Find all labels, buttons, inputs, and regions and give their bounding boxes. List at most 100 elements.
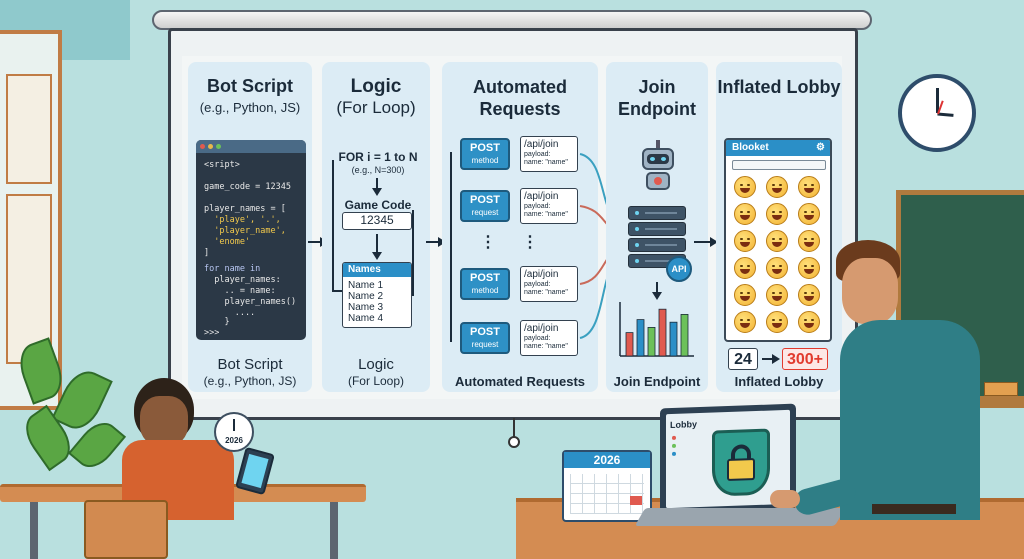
traffic-bar: [647, 326, 656, 357]
api-join-card: /api/join payload: name: "name": [520, 266, 578, 302]
payload-label: payload:: [524, 203, 551, 210]
payload-value: name: "name": [524, 211, 568, 218]
screen-roller: [152, 10, 872, 30]
traffic-bar: [669, 321, 678, 357]
player-avatar-icon: [798, 311, 820, 333]
post-sub: method: [471, 286, 499, 295]
player-avatar-icon: [798, 176, 820, 198]
player-avatar-icon: [798, 284, 820, 306]
panel-subtitle: (e.g., Python, JS): [199, 100, 301, 115]
lobby-title-text: Blooket: [732, 142, 769, 153]
code-line: >>>: [204, 328, 220, 338]
api-path: /api/join: [524, 139, 559, 150]
code-line: <sript>: [204, 160, 240, 170]
post-request-button: POST request: [460, 190, 510, 222]
post-sub: request: [471, 208, 499, 217]
calendar-year: 2026: [564, 452, 650, 468]
flow-arrow: [372, 234, 382, 260]
player-count-before: 24: [728, 348, 758, 370]
traffic-bar: [636, 319, 645, 357]
player-count-after: 300+: [782, 348, 828, 370]
screen-pull-cord[interactable]: [508, 418, 520, 448]
server-rack-icon: [628, 206, 686, 220]
payload-label: payload:: [524, 335, 551, 342]
fanout-line: [450, 152, 452, 342]
player-avatar-icon: [766, 176, 788, 198]
names-item: Name 2: [348, 291, 384, 302]
game-code-label: Game Code: [344, 198, 412, 212]
player-avatar-icon: [798, 203, 820, 225]
player-avatar-icon: [766, 230, 788, 252]
player-avatar-icon: [766, 311, 788, 333]
panel-footer-title: Bot Script: [217, 356, 283, 373]
code-line: 'player_name',: [204, 226, 286, 236]
post-sub: method: [471, 156, 499, 165]
laptop-lobby-title: Lobby: [670, 419, 697, 431]
ellipsis-icon: ⋮: [480, 234, 496, 251]
player-avatar-icon: [734, 203, 756, 225]
student-chair: [84, 500, 168, 559]
player-avatar-icon: [798, 230, 820, 252]
loop-line: [332, 160, 334, 290]
api-join-card: /api/join payload: name: "name": [520, 320, 578, 356]
flow-arrow: [372, 178, 382, 196]
player-avatar-icon: [734, 230, 756, 252]
panel-footer: Inflated Lobby: [734, 374, 824, 389]
teacher-hand: [770, 490, 800, 508]
panel-footer-subtitle: (For Loop): [347, 374, 405, 388]
player-avatar-icon: [798, 257, 820, 279]
security-shield-icon: [712, 428, 770, 497]
payload-label: payload:: [524, 281, 551, 288]
api-path: /api/join: [524, 323, 559, 334]
calendar-icon: 2026: [562, 450, 652, 522]
code-line: ....: [204, 308, 256, 318]
player-avatar-icon: [734, 311, 756, 333]
api-path: /api/join: [524, 191, 559, 202]
code-line: }: [204, 317, 230, 327]
settings-gear-icon[interactable]: ⚙: [816, 142, 825, 153]
api-join-card: /api/join payload: name: "name": [520, 188, 578, 224]
traffic-bar: [658, 308, 667, 357]
player-avatar-icon: [734, 284, 756, 306]
payload-label: payload:: [524, 151, 551, 158]
ellipsis-icon: ⋮: [522, 234, 538, 251]
traffic-bar-chart: [619, 302, 694, 357]
post-request-button: POST request: [460, 322, 510, 354]
flow-arrow: [694, 237, 718, 247]
payload-value: name: "name": [524, 289, 568, 296]
code-line: for name in: [204, 264, 261, 274]
robot-icon: [636, 140, 680, 192]
post-label: POST: [470, 142, 500, 154]
loop-line: [332, 290, 342, 292]
code-line: .. = name:: [204, 286, 276, 296]
payload-value: name: "name": [524, 343, 568, 350]
post-label: POST: [470, 326, 500, 338]
panel-title: Bot Script: [206, 76, 293, 96]
payload-value: name: "name": [524, 159, 568, 166]
lobby-window: Blooket ⚙: [724, 138, 832, 342]
names-header: Names: [343, 263, 411, 277]
loop-line: [412, 210, 414, 296]
post-label: POST: [470, 272, 500, 284]
code-line: player_names(): [204, 297, 297, 307]
flow-arrow: [762, 354, 780, 364]
wall-clock-icon: [898, 74, 976, 152]
panel-footer-subtitle: (e.g., Python, JS): [203, 374, 297, 388]
lobby-title: Blooket ⚙: [726, 140, 830, 156]
panel-footer: Automated Requests: [454, 374, 586, 389]
post-label: POST: [470, 194, 500, 206]
player-avatar-icon: [734, 257, 756, 279]
code-line: 'enome': [204, 237, 251, 247]
lobby-search-bar[interactable]: [732, 160, 826, 170]
server-rack-icon: [628, 238, 686, 252]
post-method-button: POST method: [460, 138, 510, 170]
teacher-shirt: [840, 320, 980, 520]
code-line: 'playe', '.',: [204, 215, 281, 225]
player-avatar-icon: [734, 176, 756, 198]
teacher-belt: [872, 504, 956, 514]
server-rack-icon: [628, 222, 686, 236]
panel-footer-title: Logic: [358, 356, 394, 373]
names-item: Name 4: [348, 313, 384, 324]
names-item: Name 3: [348, 302, 384, 313]
api-join-card: /api/join payload: name: "name": [520, 136, 578, 172]
